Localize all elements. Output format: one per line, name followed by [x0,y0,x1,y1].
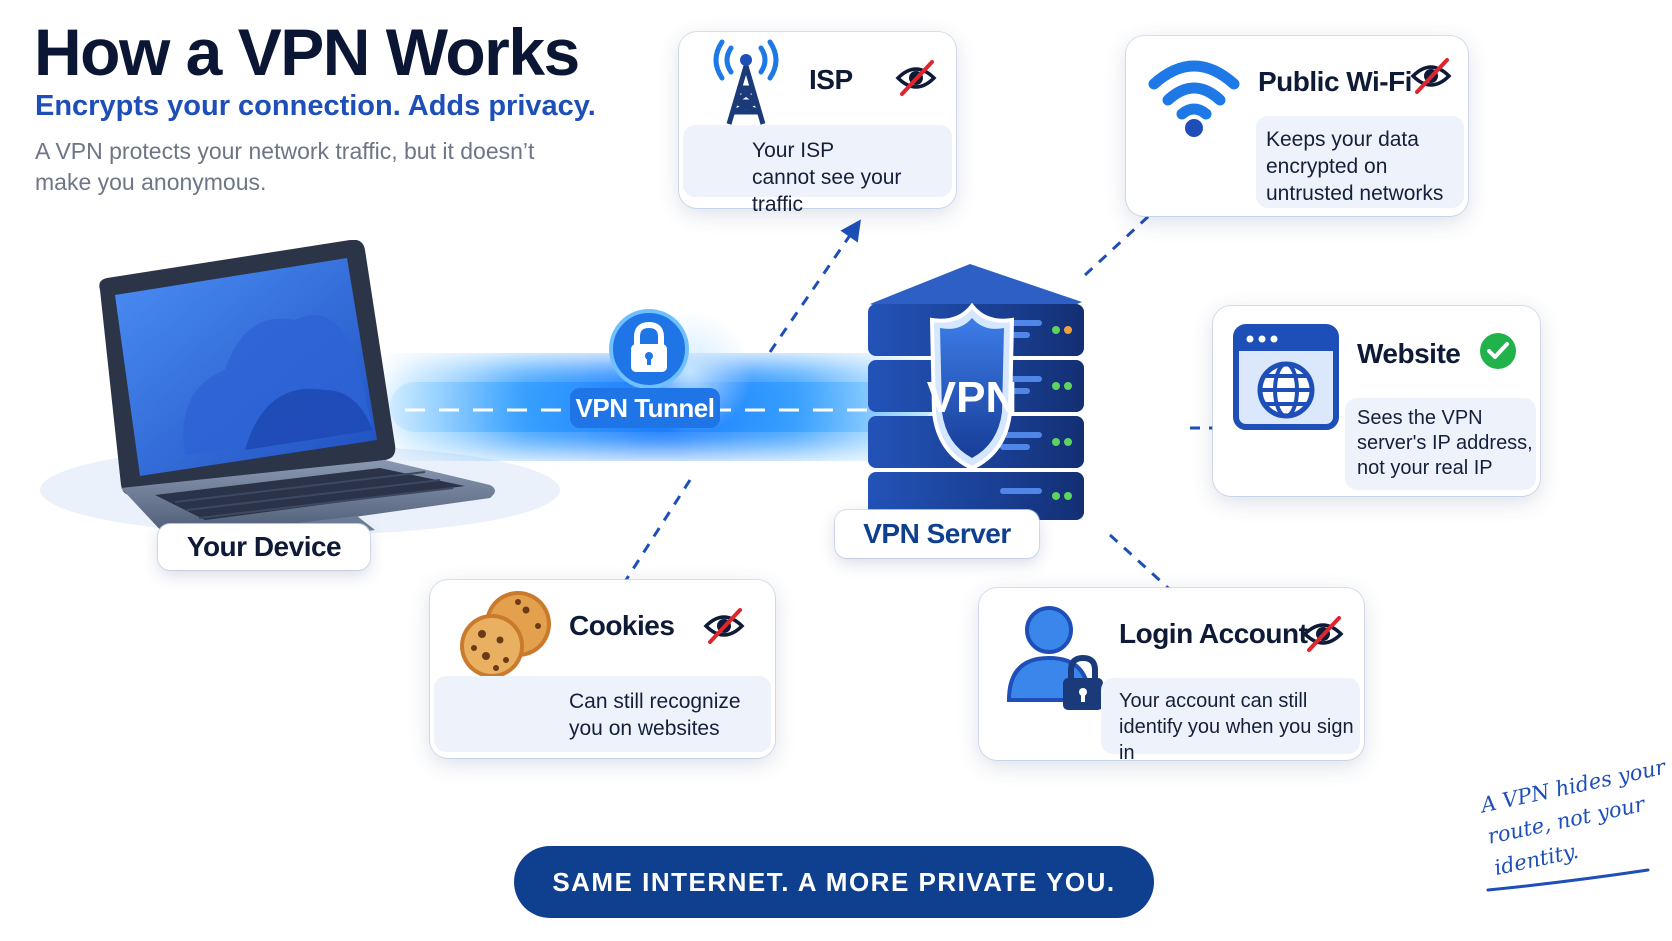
card-login-account: Login Account Your account can still ide… [979,588,1364,764]
page-subtitle: Encrypts your connection. Adds privacy. [35,90,596,122]
card-login-text: Your account can still identify you when… [1119,690,1354,764]
card-website-text: Sees the VPN server's IP address, not yo… [1357,407,1533,479]
server-label: VPN Server [835,510,1039,558]
note-underline [1486,868,1650,892]
browser-globe-icon [1233,324,1339,430]
card-isp: ISP Your ISP cannot see your traffic [679,32,956,216]
connector-isp [768,219,861,353]
server-shield-text: VPN [927,373,1017,422]
wifi-icon [1148,60,1240,137]
tunnel-lock-icon [609,309,689,389]
card-public-wifi: Public Wi-Fi Keeps your data encrypted o… [1126,36,1468,216]
vpn-server-icon: VPN [868,264,1084,520]
card-wifi-text: Keeps your data encrypted on untrusted n… [1266,128,1444,205]
laptop-icon [99,240,495,541]
tagline-banner: SAME INTERNET. A MORE PRIVATE YOU. [514,846,1154,918]
card-cookies-text: Can still recognize you on websites [569,690,741,740]
cell-tower-icon [713,39,779,125]
check-circle-icon [1480,333,1516,369]
card-website: Website Sees the VPN server's IP address… [1213,306,1540,496]
tunnel-label: VPN Tunnel [570,388,720,428]
device-label: Your Device [158,524,370,570]
card-wifi-title: Public Wi-Fi [1258,66,1412,97]
card-cookies-title: Cookies [569,610,675,641]
card-isp-title: ISP [809,64,853,95]
eye-slash-icon [1302,616,1344,652]
card-isp-text: Your ISP cannot see your traffic [752,139,902,216]
page-description: A VPN protects your network traffic, but… [35,138,535,195]
cookie-icon [460,591,551,678]
card-login-title: Login Account [1119,618,1308,649]
page-title: How a VPN Works [34,15,580,89]
card-website-title: Website [1357,338,1461,369]
eye-slash-icon [1410,58,1452,94]
card-cookies: Cookies Can still recognize you on websi… [430,580,775,758]
eye-slash-icon [895,60,937,96]
eye-slash-icon [703,608,745,644]
user-lock-icon [1006,606,1103,710]
